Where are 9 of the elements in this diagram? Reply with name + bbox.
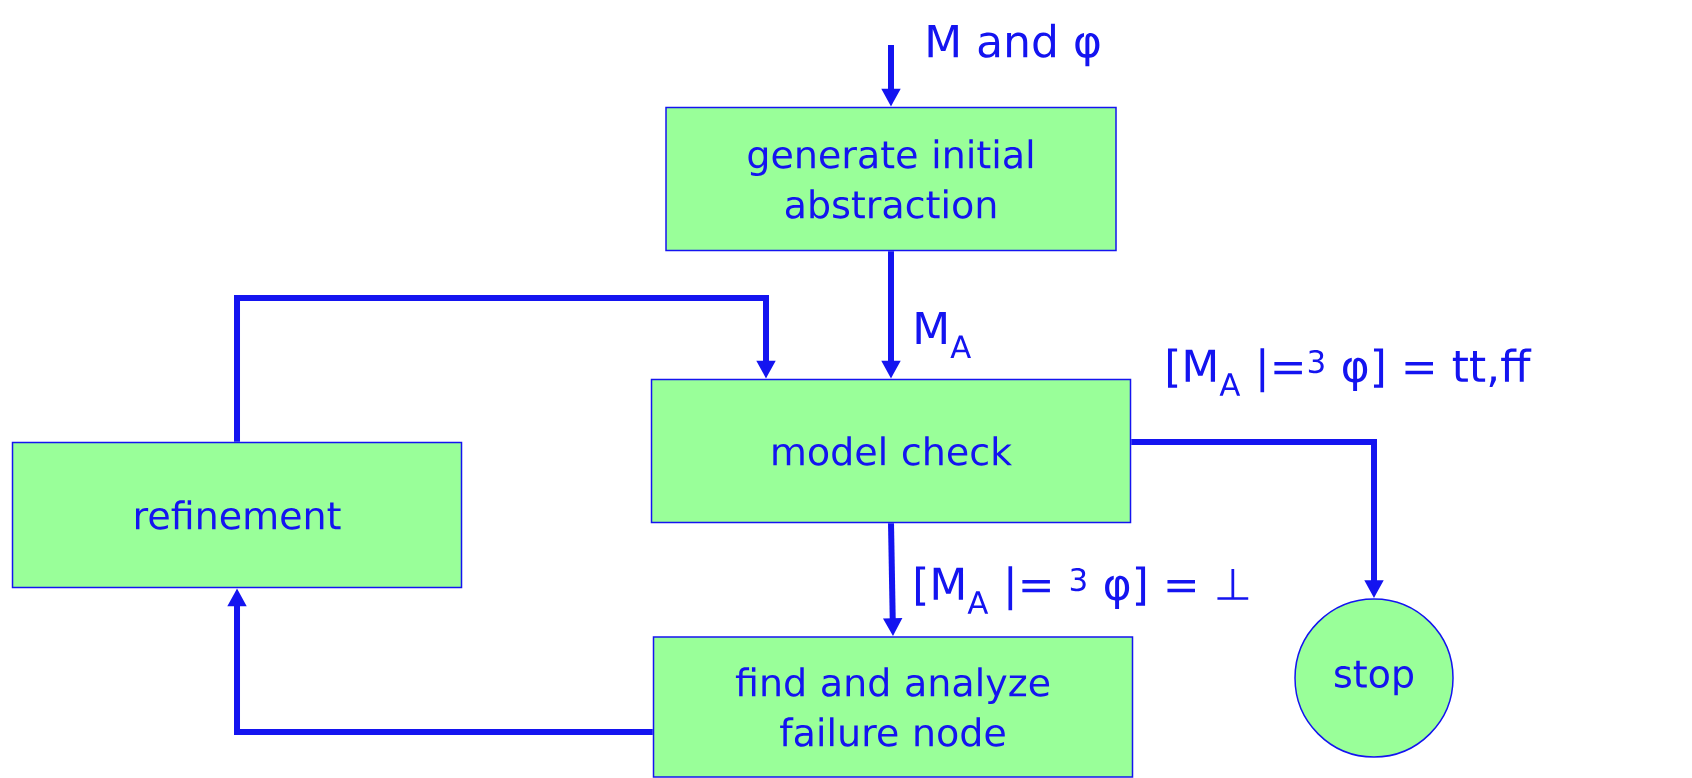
arrow bbox=[234, 295, 776, 442]
process-box: generate initial abstraction bbox=[665, 106, 1117, 252]
process-box: find and analyze failure node bbox=[652, 636, 1134, 778]
process-box: refinement bbox=[11, 441, 463, 589]
edge-label: M$_{A}$ bbox=[916, 312, 971, 358]
process-box: model check bbox=[650, 378, 1132, 524]
edge-label: M and φ bbox=[928, 23, 1100, 67]
edge-label: [M$_{A}$ |=$^{3}$ φ] = tt,ff bbox=[1168, 348, 1532, 396]
edge-label: [M$_{A}$ |= $^{3}$ φ] = ⊥ bbox=[916, 566, 1249, 614]
